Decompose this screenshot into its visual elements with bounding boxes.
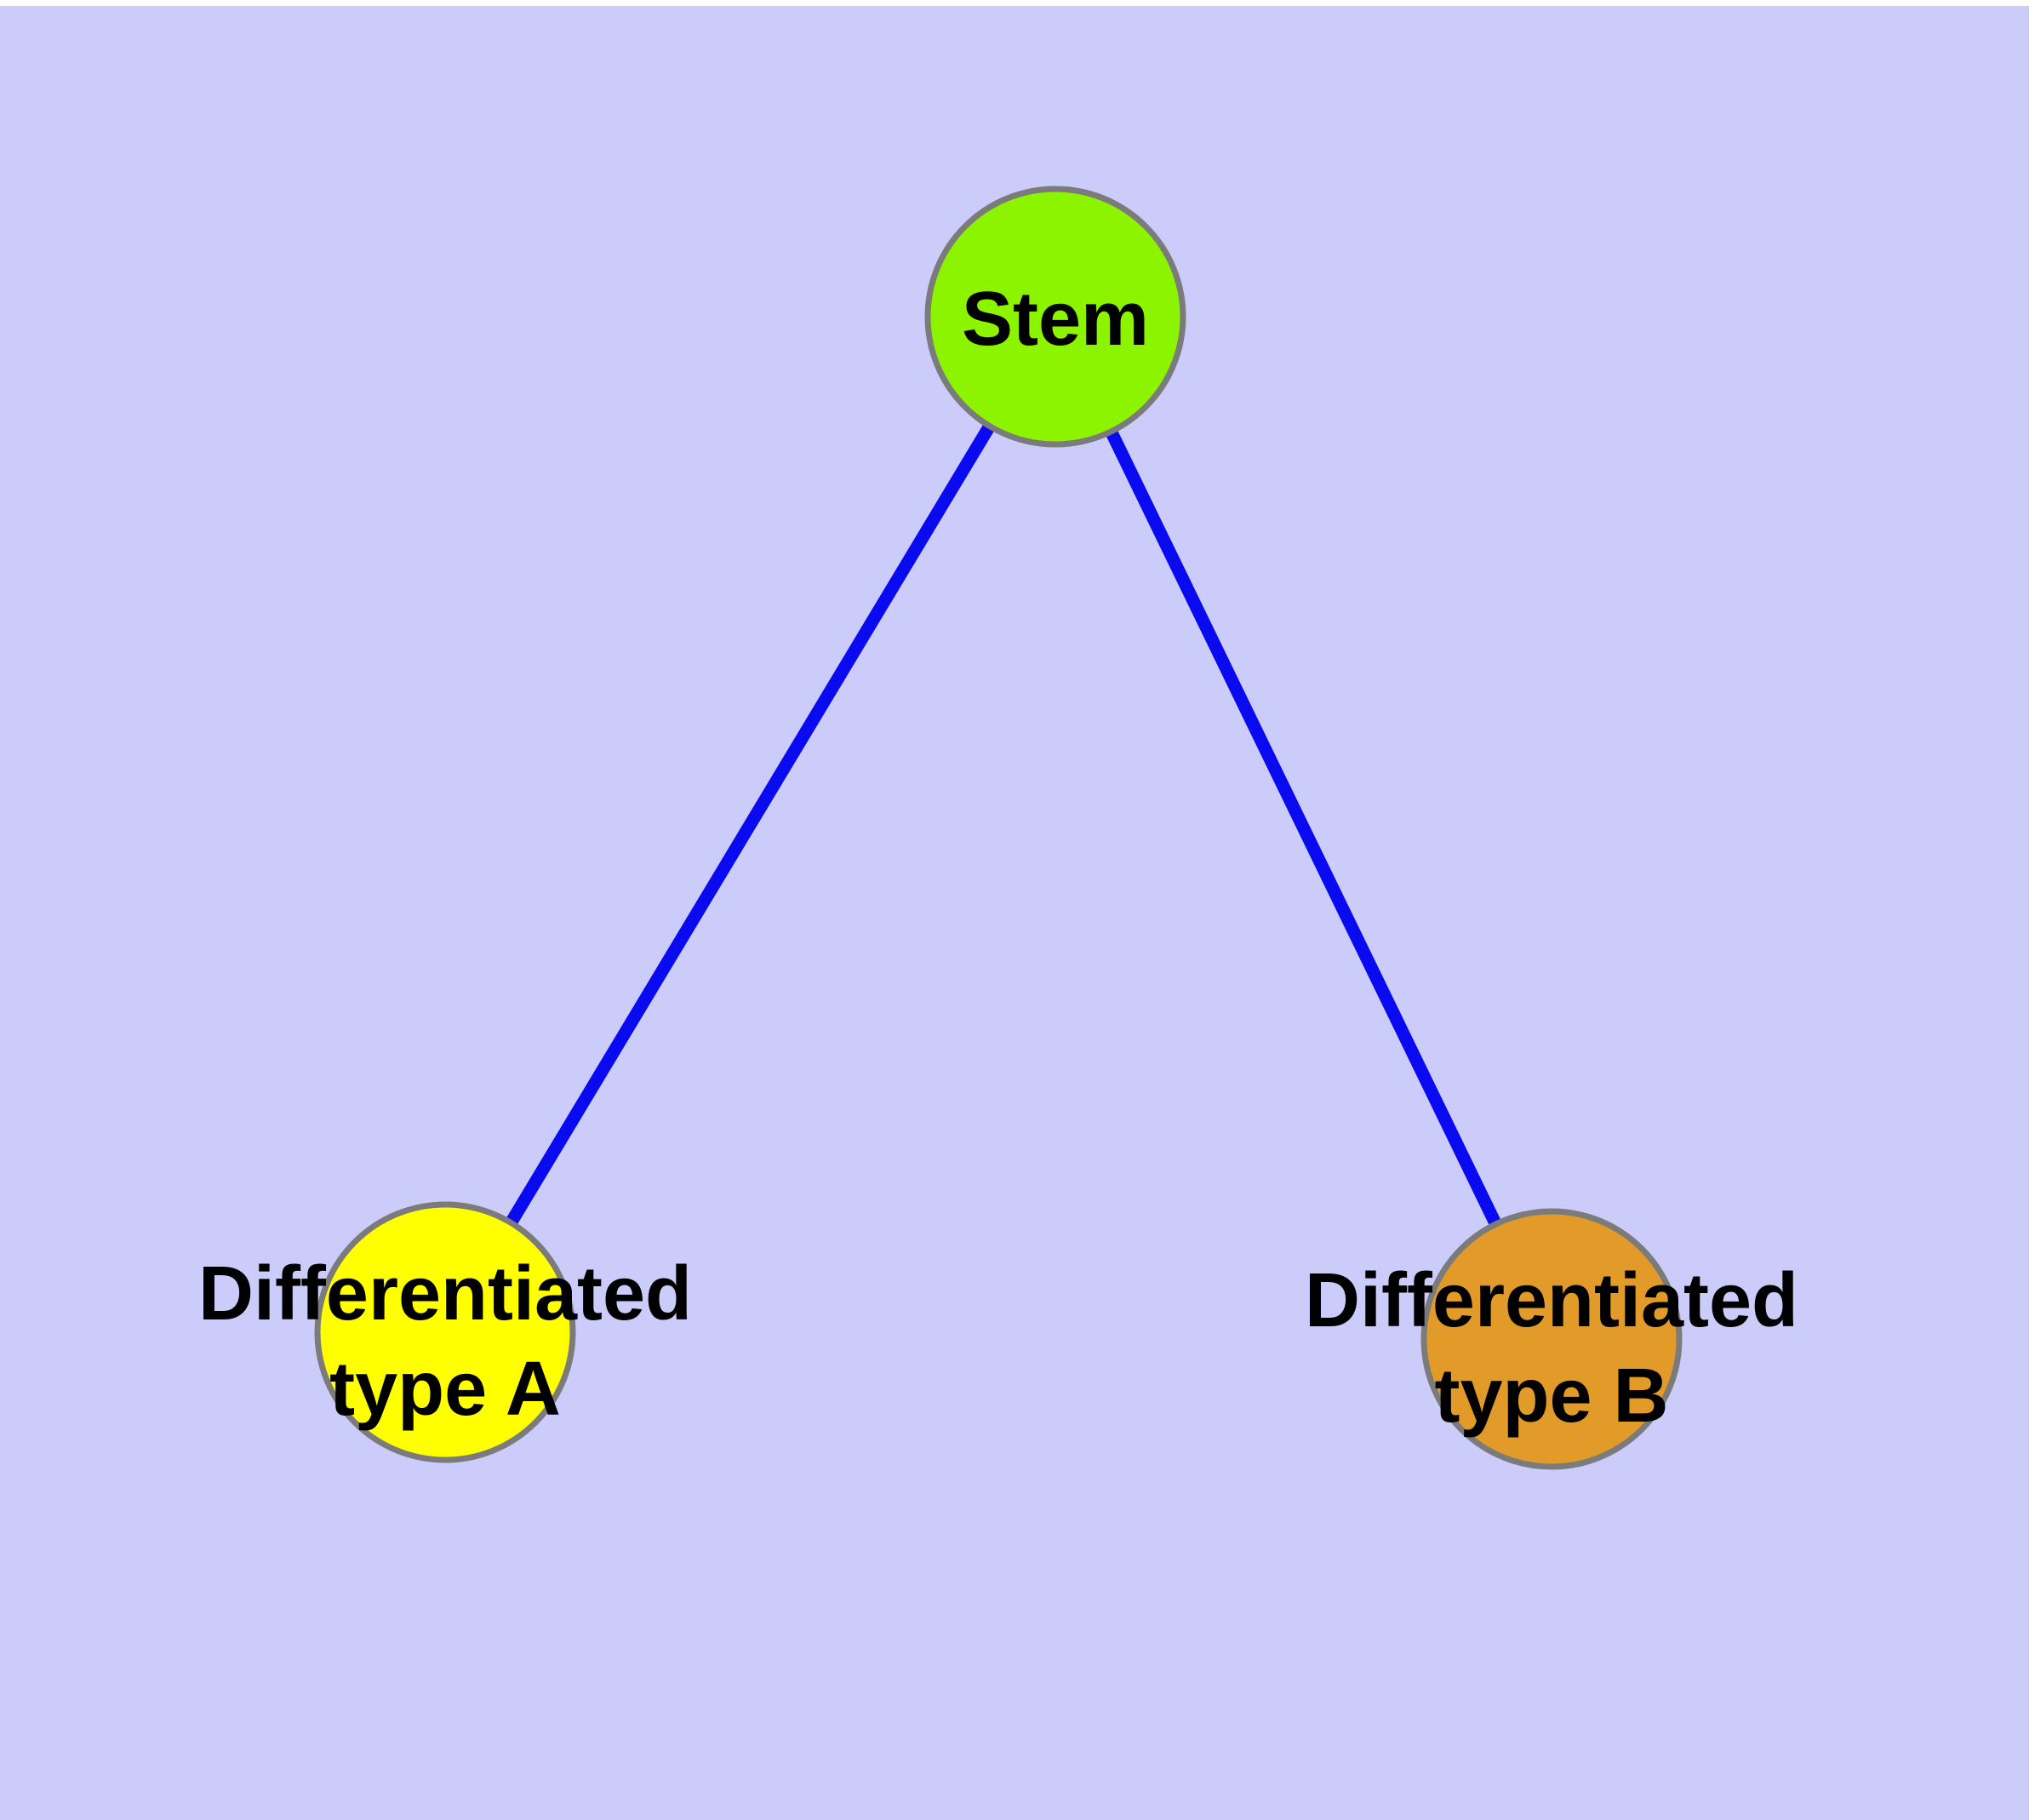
node-stem-circle (924, 186, 1186, 448)
edge-stem-to-type-a (439, 313, 1061, 1336)
node-type-b-label-line2: type B (1434, 1354, 1668, 1439)
node-stem-label: Stem (962, 277, 1149, 362)
node-type-b-circle (1420, 1208, 1683, 1470)
node-type-a-label-line1: Differentiated (198, 1251, 692, 1336)
node-type-a-label-line2: type A (329, 1347, 561, 1432)
node-type-a-circle (314, 1201, 576, 1463)
node-type-b-label-line1: Differentiated (1305, 1258, 1798, 1343)
edge-stem-to-type-b (1049, 313, 1557, 1342)
